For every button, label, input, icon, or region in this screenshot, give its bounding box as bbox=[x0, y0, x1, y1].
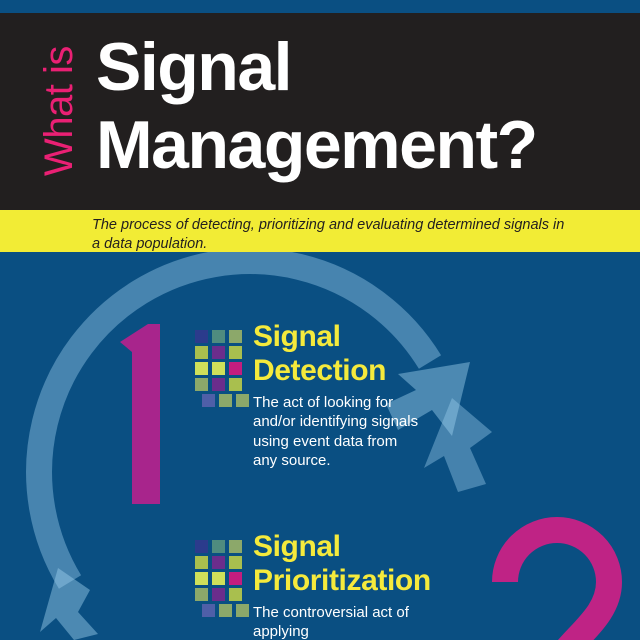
title-line-1: Signal bbox=[96, 29, 293, 105]
grid-squares-icon bbox=[195, 540, 249, 617]
step-body-text: The controversial act of applying bbox=[253, 604, 409, 640]
top-blue-strip bbox=[0, 0, 640, 13]
subtitle-text: The process of detecting, prioritizing a… bbox=[92, 217, 565, 253]
decoration-layer bbox=[26, 252, 623, 640]
step-numeral-1 bbox=[120, 324, 160, 504]
subtitle-band: The process of detecting, prioritizing a… bbox=[0, 210, 640, 252]
step-heading: Signal Detection bbox=[253, 320, 593, 387]
title-line-2: Management? bbox=[96, 106, 538, 183]
page-title: Signal Management? bbox=[96, 29, 640, 183]
step-text-detection: Signal Detection The act of looking for … bbox=[253, 320, 593, 470]
step-text-prioritization: Signal Prioritization The controversial … bbox=[253, 530, 593, 640]
step-heading: Signal Prioritization bbox=[253, 530, 593, 597]
header-block: What is Signal Management? bbox=[0, 13, 640, 210]
arrowhead-icon-bottom-left bbox=[40, 568, 98, 640]
header-kicker: What is bbox=[37, 46, 81, 176]
step-numeral-2 bbox=[492, 517, 623, 640]
grid-squares-icon bbox=[195, 330, 249, 407]
arrowhead-icon bbox=[386, 362, 470, 436]
step-heading-line-1: Signal bbox=[253, 530, 341, 563]
step-heading-line-2: Detection bbox=[253, 353, 387, 387]
arrowhead-icon-secondary bbox=[424, 398, 492, 492]
step-heading-line-1: Signal bbox=[253, 320, 341, 353]
circular-arrow-icon bbox=[26, 252, 442, 589]
step-body-text: The act of looking for and/or identifyin… bbox=[253, 394, 419, 469]
step-heading-line-2: Prioritization bbox=[253, 563, 431, 597]
diagram-canvas: Signal Detection The act of looking for … bbox=[0, 252, 640, 640]
